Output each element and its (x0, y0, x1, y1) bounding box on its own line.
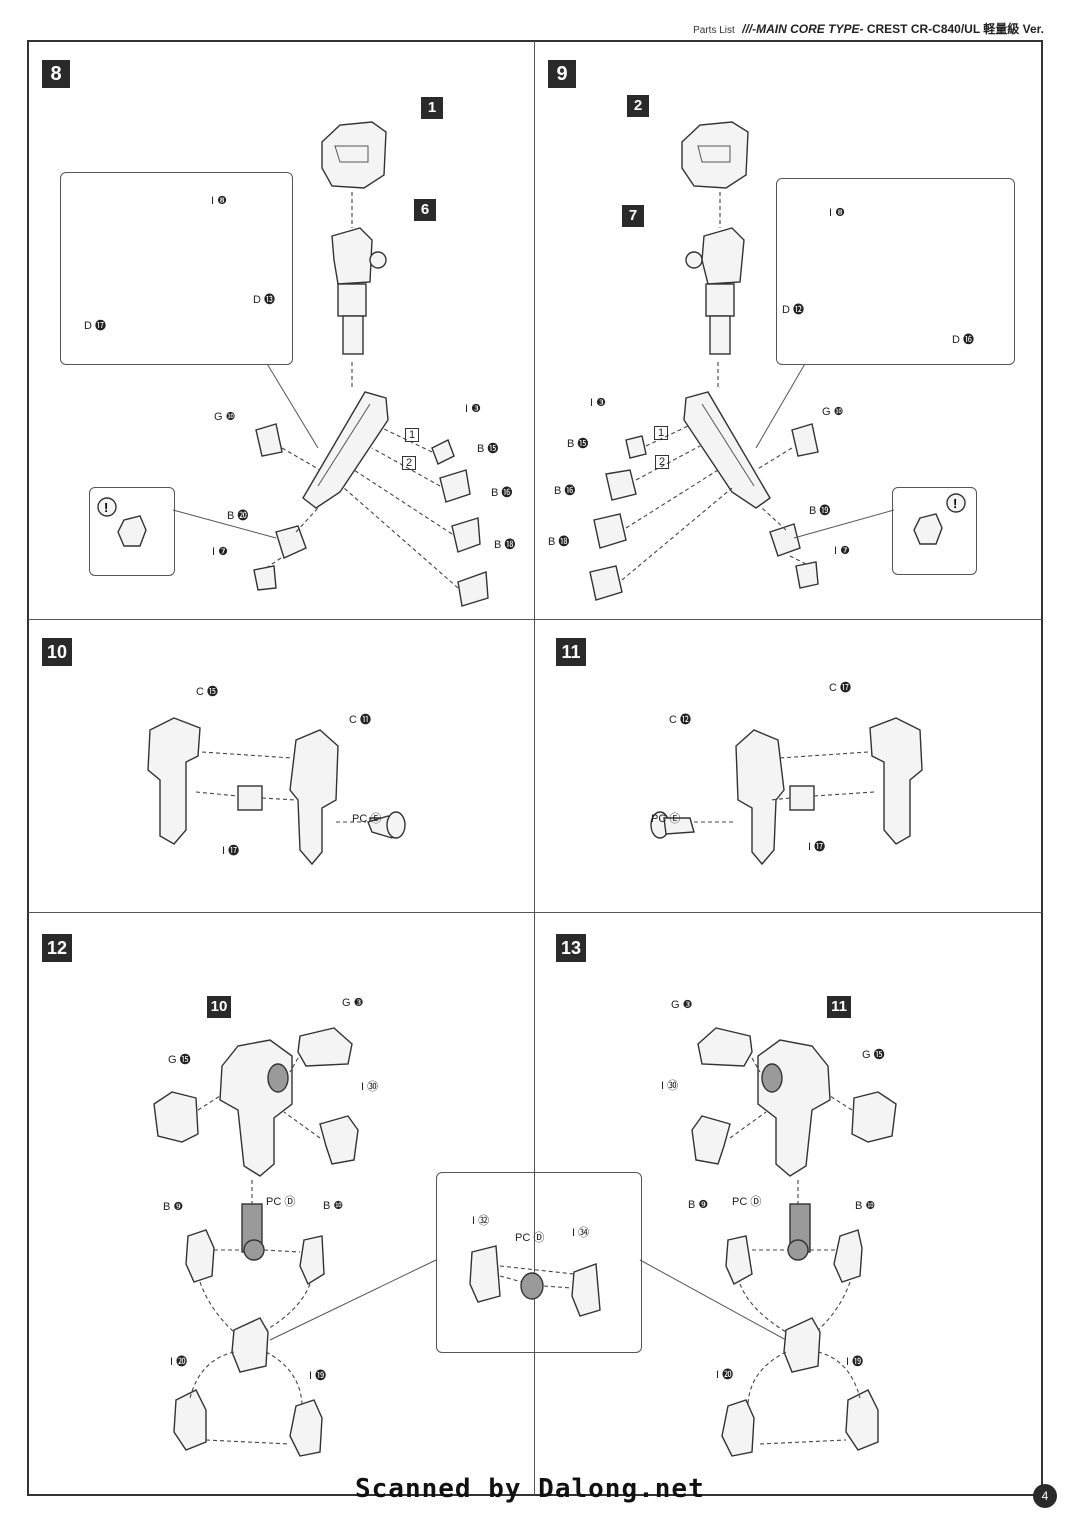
part-label: C ⓫ (349, 714, 371, 726)
part-label: C ⓯ (196, 686, 218, 698)
step-number-11: 11 (556, 638, 586, 666)
step9-caution-box (892, 487, 977, 575)
part-label: B ⓰ (491, 487, 513, 499)
step9-ref-a: 2 (627, 95, 649, 117)
part-label: B ❾ (163, 1201, 184, 1213)
step9-detail-inset (776, 178, 1015, 365)
part-label: D ⓭ (253, 294, 275, 306)
part-label: C ⓬ (669, 714, 691, 726)
step-number-13: 13 (556, 934, 586, 962)
part-label: B ⓳ (809, 505, 831, 517)
part-label: C ⓱ (829, 682, 851, 694)
part-label: D ⓬ (782, 304, 804, 316)
part-label: G ❸ (671, 999, 693, 1011)
part-label: PC Ⓓ (515, 1232, 545, 1244)
step9-order-1: 1 (654, 426, 669, 440)
part-label: I ㉜ (472, 1215, 490, 1227)
step8-detail-inset (60, 172, 293, 365)
part-label: I ⓱ (808, 841, 826, 853)
part-label: G ❸ (342, 997, 364, 1009)
step8-order-2: 2 (402, 456, 417, 470)
part-label: G ⓯ (862, 1049, 885, 1061)
row-divider-2 (28, 912, 1042, 913)
step-number-9: 9 (548, 60, 576, 88)
step8-ref-a: 1 (421, 97, 443, 119)
step-number-10: 10 (42, 638, 72, 666)
part-label: D ⓰ (952, 334, 974, 346)
part-label: I ㉚ (361, 1081, 379, 1093)
part-label: I ⓳ (846, 1356, 864, 1368)
instruction-frame (27, 40, 1043, 1496)
part-label: I ❽ (211, 195, 227, 207)
part-label: B ❿ (323, 1200, 344, 1212)
part-label: B ⓲ (548, 536, 570, 548)
part-label: D ⓱ (84, 320, 106, 332)
part-label: PC Ⓓ (266, 1196, 296, 1208)
step9-ref-b: 7 (622, 205, 644, 227)
part-label: B ⓴ (227, 510, 249, 522)
part-label: I ❼ (834, 545, 850, 557)
part-label: I ❼ (212, 546, 228, 558)
part-label: I ⓴ (170, 1356, 188, 1368)
joint-detail-inset (436, 1172, 642, 1353)
part-label: B ⓲ (494, 539, 516, 551)
step12-ref: 10 (207, 996, 231, 1018)
step8-ref-b: 6 (414, 199, 436, 221)
part-label: I ⓳ (309, 1370, 327, 1382)
part-label: I ⓴ (716, 1369, 734, 1381)
page-header: Parts List ///-MAIN CORE TYPE- CREST CR-… (693, 20, 1044, 37)
part-label: B ❿ (855, 1200, 876, 1212)
part-label: I ㉚ (661, 1080, 679, 1092)
svg-text:!: ! (953, 496, 957, 511)
part-label: B ❾ (688, 1199, 709, 1211)
part-label: PC Ⓓ (732, 1196, 762, 1208)
parts-list-label: Parts List (693, 25, 735, 36)
part-label: B ⓯ (567, 438, 589, 450)
step-number-12: 12 (42, 934, 72, 962)
series-label: ///-MAIN CORE TYPE- (742, 22, 864, 36)
model-label: CREST CR-C840/UL 軽量級 Ver. (866, 22, 1044, 36)
row-divider-1 (28, 619, 1042, 620)
part-label: G ❿ (214, 411, 236, 423)
part-label: I ㉞ (572, 1227, 590, 1239)
step9-order-2: 2 (655, 455, 670, 469)
part-label: PC Ⓔ (651, 813, 681, 825)
column-divider (534, 41, 535, 1495)
page-number: 4 (1033, 1484, 1057, 1508)
part-label: I ❸ (465, 403, 481, 415)
step-number-8: 8 (42, 60, 70, 88)
step8-order-1: 1 (405, 428, 420, 442)
part-label: G ⓯ (168, 1054, 191, 1066)
part-label: I ⓱ (222, 845, 240, 857)
part-label: G ❿ (822, 406, 844, 418)
step8-caution-box (89, 487, 175, 576)
part-label: B ⓯ (477, 443, 499, 455)
svg-text:!: ! (104, 500, 108, 515)
part-label: B ⓰ (554, 485, 576, 497)
part-label: I ❸ (590, 397, 606, 409)
scan-credit: Scanned by Dalong.net (355, 1474, 705, 1504)
step13-ref: 11 (827, 996, 851, 1018)
part-label: PC Ⓔ (352, 813, 382, 825)
part-label: I ❽ (829, 207, 845, 219)
